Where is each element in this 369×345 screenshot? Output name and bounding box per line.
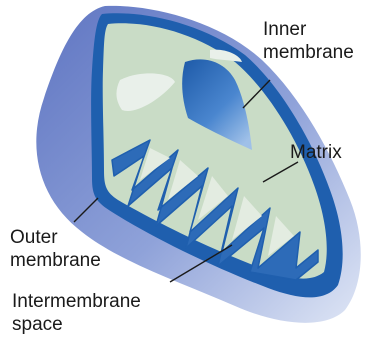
outer-membrane-label-line2: membrane xyxy=(10,249,101,272)
inner-membrane-label: Inner membrane xyxy=(263,18,354,64)
matrix-label: Matrix xyxy=(290,141,342,164)
intermembrane-space-label-line1: Intermembrane xyxy=(12,290,141,313)
inner-membrane-label-line2: membrane xyxy=(263,41,354,64)
outer-membrane-label-line1: Outer xyxy=(10,226,101,249)
outer-membrane-label: Outer membrane xyxy=(10,226,101,272)
intermembrane-space-label: Intermembrane space xyxy=(12,290,141,336)
inner-membrane-label-line1: Inner xyxy=(263,18,354,41)
intermembrane-space-label-line2: space xyxy=(12,313,141,336)
